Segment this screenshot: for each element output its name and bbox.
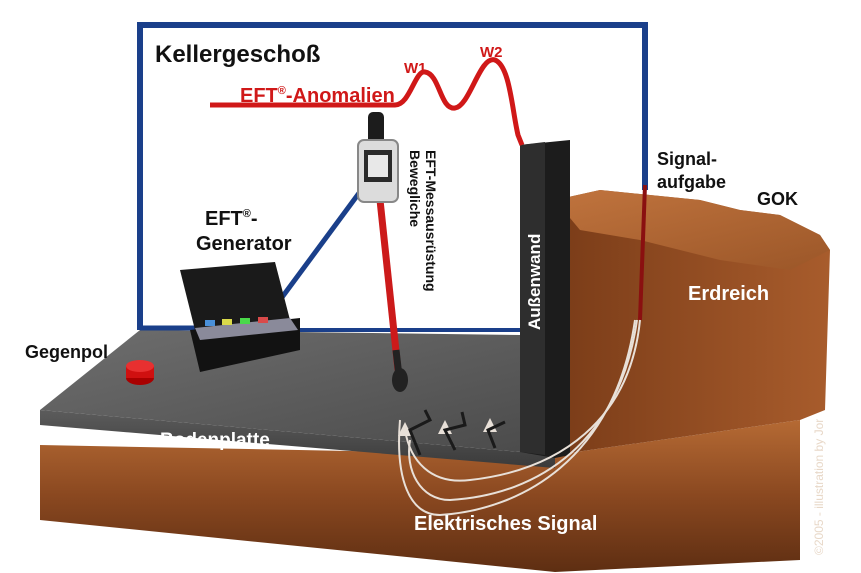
label-elektrisches-signal: Elektrisches Signal xyxy=(414,513,597,535)
basement-frame xyxy=(137,22,648,330)
label-signal-line1: Signal- xyxy=(657,149,717,169)
label-w1: W1 xyxy=(404,60,427,77)
signal-injection-pole xyxy=(638,184,647,321)
label-reg: ® xyxy=(278,85,286,97)
label-eft-anomalien-suffix: -Anomalien xyxy=(286,85,395,107)
handheld-screen-content xyxy=(368,155,388,177)
measurement-rod xyxy=(376,199,402,371)
generator-indicator xyxy=(258,317,268,323)
measurement-wheel xyxy=(392,368,408,392)
label-w2: W2 xyxy=(480,44,503,61)
signal-path xyxy=(398,319,636,517)
label-gok: GOK xyxy=(757,189,798,209)
meter-handle xyxy=(368,112,384,147)
label-aussenwand: Außenwand xyxy=(525,234,544,330)
label-kellergeschoss: Kellergeschoß xyxy=(155,41,320,68)
signal-arrow xyxy=(398,422,412,436)
label-generator: Generator xyxy=(196,233,292,255)
generator-lid xyxy=(180,262,290,330)
label-bewegliche-line1: Bewegliche xyxy=(407,150,423,227)
label-bewegliche-line2: EFT-Messausrüstung xyxy=(423,150,439,292)
floor-slab-top xyxy=(40,330,555,455)
signal-path xyxy=(404,319,641,482)
label-eft-anomalien: EFT®-Anomalien xyxy=(240,85,395,107)
generator-panel xyxy=(195,318,298,340)
generator-indicator xyxy=(240,318,250,324)
soil-front xyxy=(40,420,800,572)
floor-slab-edge xyxy=(40,410,555,468)
crack xyxy=(486,420,506,449)
soil-top xyxy=(555,190,830,270)
label-eft-generator-prefix: EFT xyxy=(205,208,243,230)
label-gegenpol: Gegenpol xyxy=(25,342,108,362)
generator-cable xyxy=(277,183,368,302)
counterpole-top xyxy=(126,360,154,372)
label-bodenplatte: Bodenplatte xyxy=(160,430,270,451)
label-eft-generator: EFT®- xyxy=(205,208,258,230)
crack xyxy=(442,411,467,451)
label-erdreich: Erdreich xyxy=(688,283,769,305)
copyright-text: ©2005 - illustration by Jor xyxy=(812,419,826,555)
outer-wall-face xyxy=(520,142,545,455)
crack xyxy=(408,409,433,456)
label-generator-reg: ® xyxy=(243,208,251,220)
generator-indicator xyxy=(205,320,215,326)
label-signal-line2: aufgabe xyxy=(657,172,726,192)
anomaly-curve xyxy=(210,57,525,146)
generator-indicator xyxy=(222,319,232,325)
label-eft-generator-suffix: - xyxy=(251,208,258,230)
label-eft-anomalien-prefix: EFT xyxy=(240,85,278,107)
